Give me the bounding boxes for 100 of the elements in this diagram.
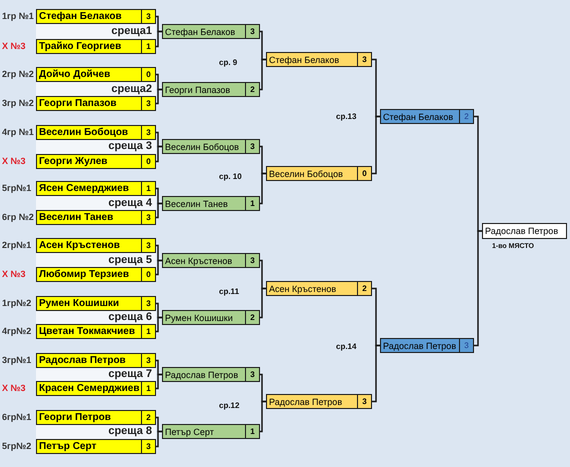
bracket-line <box>156 202 162 218</box>
score-cell: 3 <box>141 354 155 367</box>
player-name: Румен Кошишки <box>38 298 120 309</box>
bracket-line <box>372 344 380 402</box>
score-cell: 3 <box>141 239 155 252</box>
winner-box <box>162 424 260 439</box>
player-name: Петър Серт <box>164 426 215 436</box>
player-name: Стефан Белаков <box>382 112 454 122</box>
bracket-line <box>260 288 266 318</box>
player-box <box>36 154 156 169</box>
player-box <box>36 267 156 282</box>
bracket-line <box>156 316 162 332</box>
winner-box <box>162 253 260 268</box>
bracket-line <box>156 244 162 262</box>
winner-box <box>162 82 260 97</box>
player-name: Радослав Петров <box>164 370 240 380</box>
player-name: Радослав Петров <box>484 226 560 236</box>
bracket-line <box>156 146 162 162</box>
score-cell: 2 <box>141 411 155 424</box>
score-cell: 2 <box>245 311 259 324</box>
bracket-line <box>156 374 162 390</box>
score-cell: 1 <box>141 182 155 195</box>
match-label: ср.12 <box>219 401 240 410</box>
seed-label: X №3 <box>2 41 26 51</box>
score-cell: 0 <box>141 155 155 168</box>
score-cell: 2 <box>357 282 371 295</box>
match-label: среща1 <box>36 24 156 39</box>
score-cell: 1 <box>245 197 259 210</box>
score-cell: 3 <box>141 297 155 310</box>
bracket-line <box>156 88 162 104</box>
player-box <box>36 9 156 24</box>
bracket-line <box>156 30 162 48</box>
score-cell: 1 <box>141 382 155 395</box>
player-name: Красен Семерджиев <box>38 383 140 394</box>
score-cell: 3 <box>141 440 155 453</box>
player-name: Стефан Белаков <box>268 54 340 64</box>
seed-label: 1гр №1 <box>2 11 34 21</box>
seed-label: X №3 <box>2 269 26 279</box>
score-cell: 3 <box>357 395 371 408</box>
score-cell: 1 <box>141 40 155 53</box>
seed-label: 4гр №1 <box>2 127 34 137</box>
seed-label: 4гр№2 <box>2 326 32 336</box>
player-box <box>36 296 156 311</box>
score-cell: 3 <box>141 10 155 23</box>
player-box <box>36 125 156 140</box>
player-name: Петър Серт <box>38 441 98 452</box>
player-name: Стефан Белаков <box>38 11 123 22</box>
bracket-line <box>156 74 162 90</box>
winner-box <box>162 24 260 39</box>
player-name: Дойчо Дойчев <box>38 69 112 80</box>
player-name: Веселин Танев <box>164 198 229 208</box>
player-name: Веселин Бобоцов <box>38 127 130 138</box>
bracket-line <box>260 146 266 174</box>
player-box <box>36 238 156 253</box>
player-name: Георги Жулев <box>38 156 108 167</box>
winner-box <box>162 310 260 325</box>
seed-label: 2гр№1 <box>2 240 32 250</box>
player-name: Георги Петров <box>38 412 112 423</box>
player-name: Цветан Токмакчиев <box>38 326 136 337</box>
seed-label: 5гр№1 <box>2 183 32 193</box>
bracket-line <box>156 16 162 32</box>
winner-box <box>266 394 372 409</box>
score-cell: 3 <box>141 126 155 139</box>
seed-label: 6гр№1 <box>2 412 32 422</box>
match-label: ср.13 <box>336 112 356 121</box>
match-label: среща 3 <box>36 139 156 154</box>
match-label: ср. 9 <box>219 58 238 67</box>
player-box <box>36 181 156 196</box>
match-label: среща 4 <box>36 196 156 211</box>
match-label: ср.14 <box>336 342 356 351</box>
seed-label: X №3 <box>2 383 26 393</box>
seed-label: 3гр №2 <box>2 98 34 108</box>
bracket-line <box>260 58 266 90</box>
score-cell: 1 <box>245 425 259 438</box>
player-box <box>36 324 156 339</box>
player-name: Ясен Семерджиев <box>38 183 130 194</box>
score-cell: 2 <box>459 110 473 123</box>
score-cell: 3 <box>141 97 155 110</box>
player-box <box>36 381 156 396</box>
seed-label: 6гр №2 <box>2 212 34 222</box>
bracket-line <box>372 116 380 174</box>
score-cell: 0 <box>357 167 371 180</box>
match-label: ср.11 <box>219 287 240 296</box>
score-cell: 3 <box>459 339 473 352</box>
score-cell: 3 <box>245 140 259 153</box>
seed-label: 3гр№1 <box>2 355 32 365</box>
player-box <box>36 410 156 425</box>
bracket-line <box>474 116 482 232</box>
player-name: Асен Кръстенов <box>268 284 338 294</box>
bracket-line <box>260 400 266 432</box>
bracket-line <box>156 188 162 204</box>
player-name: Стефан Белаков <box>164 26 236 36</box>
player-name: Георги Папазов <box>38 98 118 109</box>
player-name: Веселин Бобоцов <box>164 142 240 152</box>
bracket-line <box>156 302 162 318</box>
finalist-box <box>380 338 474 353</box>
player-box <box>36 210 156 225</box>
seed-label: 1гр№2 <box>2 298 32 308</box>
player-name: Радослав Петров <box>382 340 458 350</box>
player-name: Радослав Петров <box>268 396 344 406</box>
